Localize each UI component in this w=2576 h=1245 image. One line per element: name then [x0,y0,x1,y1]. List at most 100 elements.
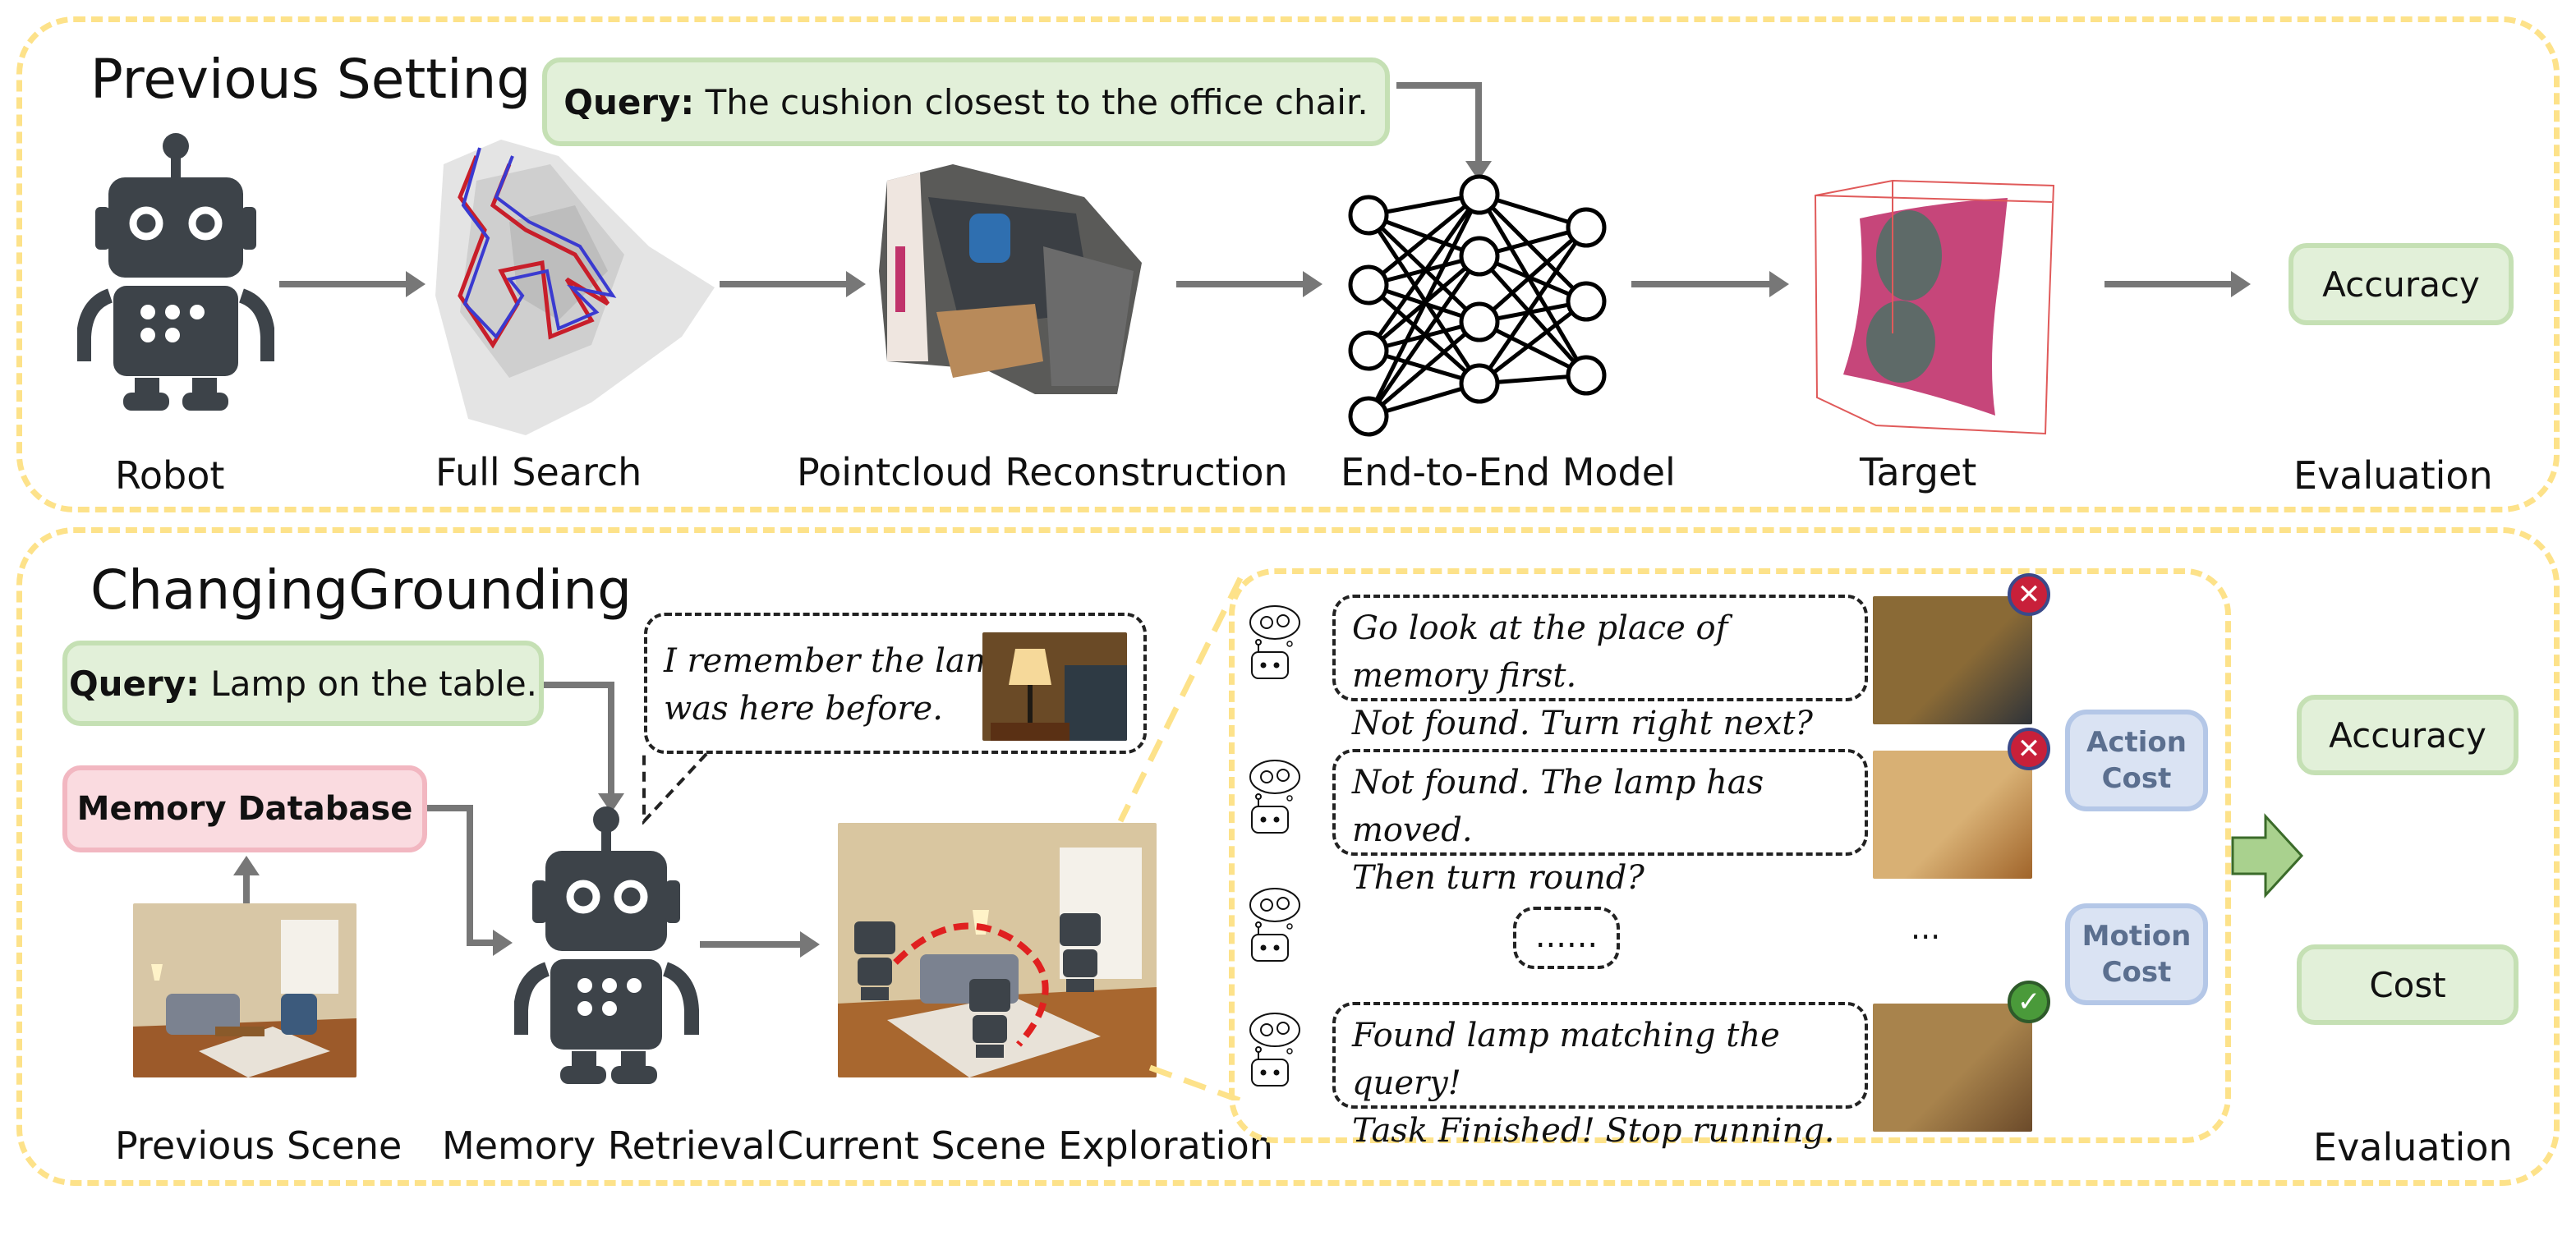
nn-edge [1478,255,1588,377]
query-label: Query: [564,81,695,122]
nn-node [1566,355,1607,396]
step-text-line: Then turn round? [1352,859,1644,897]
zoom-connector-lines [1117,577,1244,1100]
stage-label-target: Target [1860,450,1977,494]
query-text: Lamp on the table. [199,663,538,704]
nn-edge [1477,226,1589,385]
nn-edge [1366,193,1482,418]
pointcloud-reconstruction-image [879,164,1142,394]
nn-node [1348,396,1389,437]
step-view-image [1873,596,2032,724]
arrow-robot-to-search [279,271,426,297]
nn-node [1348,264,1389,306]
memory-database-box: Memory Database [62,765,427,852]
cg-cost-box: Cost [2297,944,2518,1025]
step-view-image [1873,751,2032,879]
current-scene-exploration-image [838,823,1157,1077]
nn-node [1459,301,1500,342]
previous-setting-panel [16,16,2560,512]
exploration-detail-panel [1229,568,2231,1143]
nn-node [1459,174,1500,215]
neural-network-icon [1348,174,1607,437]
query-connector [1396,82,1482,89]
changing-grounding-panel [16,527,2560,1186]
nn-edge [1366,193,1482,352]
memory-lamp-image [982,632,1127,741]
motion-cost-line-2: Cost [2101,956,2172,989]
nn-edge [1366,255,1482,418]
step-text-line: Not found. Turn right next? [1352,705,1813,742]
nn-edge [1366,214,1482,385]
stage-label-model: End-to-End Model [1341,450,1676,494]
stage-label-cg-evaluation: Evaluation [2313,1125,2513,1169]
ellipsis-bubble: ...... [1513,907,1620,969]
nn-node [1566,281,1607,322]
stage-label-current-scene-exploration: Current Scene Exploration [777,1123,1273,1168]
arrow-target-to-evaluation [2104,271,2251,297]
target-cushion-image [1814,179,2055,435]
step-text-line: Go look at the place of memory first. [1352,609,1728,695]
query-connector [544,682,614,688]
stage-label-robot: Robot [115,453,225,498]
memory-connector [427,805,473,811]
action-cost-box: Action Cost [2065,710,2208,811]
memory-bubble-line-2: was here before. [664,690,943,728]
fail-x-icon: ✕ [2008,728,2050,770]
thinking-robot-icon [1244,1010,1301,1096]
thinking-robot-icon [1244,603,1301,689]
previous-setting-title: Previous Setting [90,48,531,111]
query-to-robot-arrow [598,682,624,813]
step-text-line: Found lamp matching the query! [1352,1017,1780,1102]
robot-to-exploration-arrow [700,931,820,958]
memory-connector-vertical [467,805,473,946]
previous-scene-image [133,903,356,1077]
thinking-robot-icon [1244,757,1301,843]
bubble-tail [642,752,708,825]
nn-edge [1367,193,1481,287]
memory-to-robot-arrow [467,930,513,956]
nn-edge [1478,226,1588,324]
stage-label-memory-retrieval: Memory Retrieval [442,1123,776,1168]
stage-label-previous-scene: Previous Scene [115,1123,402,1168]
ellipsis-image-placeholder: ... [1911,910,1941,946]
nn-node [1348,195,1389,236]
step-text-line: Task Finished! Stop running. [1352,1112,1835,1150]
query-label: Query: [68,663,200,704]
nn-node [1566,207,1607,248]
full-search-mesh-image [435,140,715,435]
stage-label-full-search: Full Search [435,450,642,494]
stage-label-evaluation: Evaluation [2293,453,2493,498]
nn-edge [1367,320,1481,418]
step-text-bubble: Found lamp matching the query! Task Finis… [1332,1002,1868,1150]
query-to-model-arrow [1465,82,1492,181]
robot-icon [77,133,274,411]
nn-edge [1478,193,1588,303]
query-text: The cushion closest to the office chair. [694,81,1368,122]
stage-label-pointcloud: Pointcloud Reconstruction [797,450,1288,494]
cg-query-box: Query: Lamp on the table. [62,641,544,726]
step-text-line: Not found. The lamp has moved. [1352,764,1764,849]
cg-accuracy-box: Accuracy [2297,695,2518,775]
motion-cost-box: Motion Cost [2065,903,2208,1005]
step-view-image [1873,1004,2032,1132]
motion-cost-line-1: Motion [2082,920,2192,953]
arrow-pointcloud-to-model [1176,271,1322,297]
nn-node [1459,363,1500,404]
previous-accuracy-box: Accuracy [2288,243,2514,325]
thinking-robot-icon [1244,885,1301,972]
memory-retrieval-robot-icon [514,806,699,1084]
nn-edge [1478,300,1588,385]
memory-bubble-line-1: I remember the lamp [664,642,1018,680]
arrow-model-to-target [1631,271,1789,297]
nn-edge [1477,193,1589,377]
nn-node [1459,236,1500,277]
big-green-arrow-icon [2231,813,2304,898]
success-check-icon: ✓ [2008,981,2050,1023]
fail-x-icon: ✕ [2008,573,2050,616]
changing-grounding-title: ChangingGrounding [90,558,632,622]
previous-query-box: Query: The cushion closest to the office… [542,57,1390,146]
action-cost-line-2: Cost [2101,762,2172,795]
memory-thought-bubble: I remember the lamp was here before. [644,613,1147,754]
scene-to-memory-arrow [233,856,260,903]
nn-node [1348,330,1389,371]
